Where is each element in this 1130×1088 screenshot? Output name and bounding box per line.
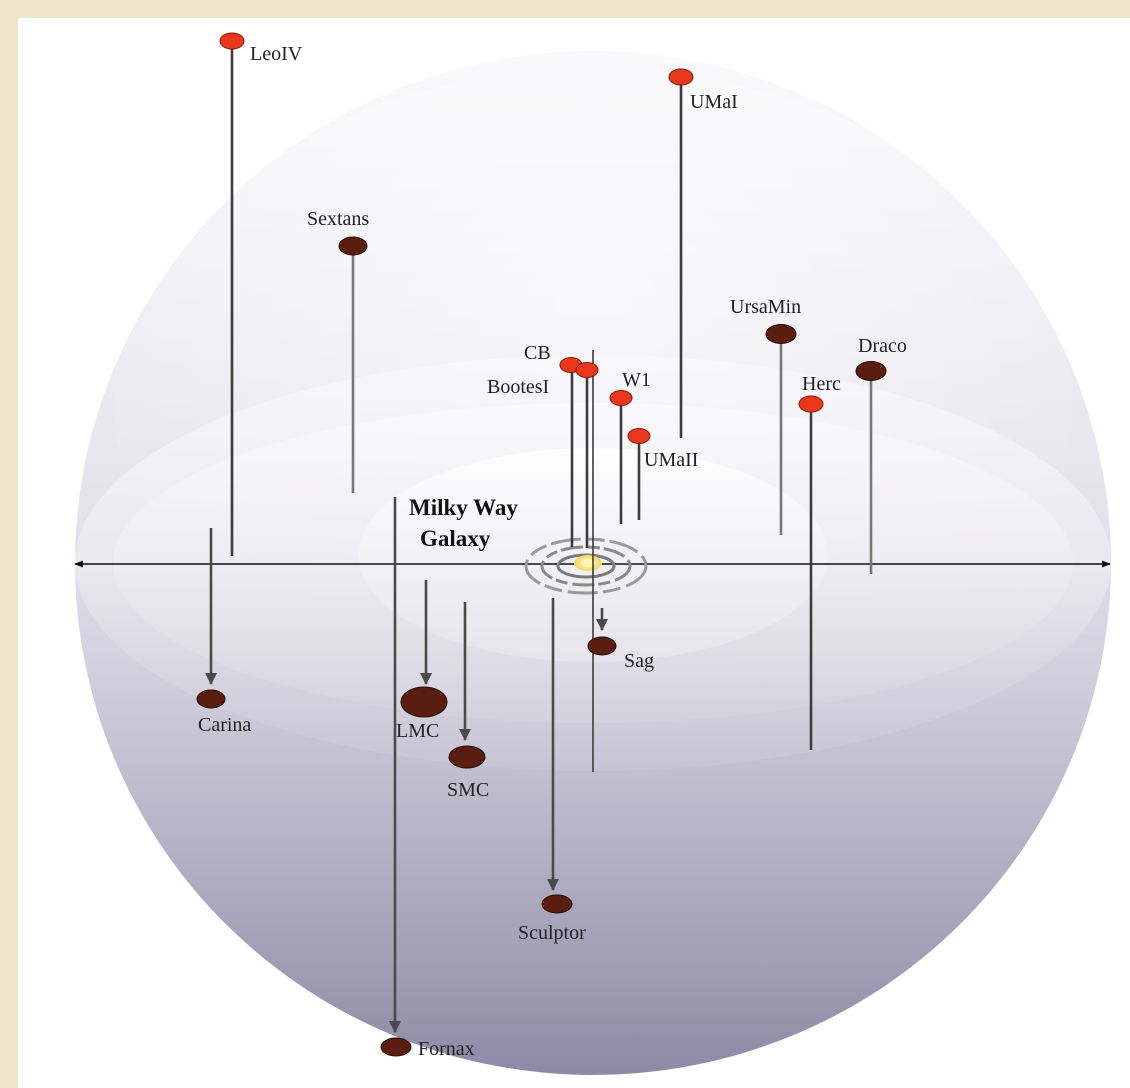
label-cb: CB (524, 342, 551, 364)
marker-lmc (400, 686, 448, 718)
satellite-labels: LeoIV UMaI Sextans UrsaMin Draco CB Boot… (198, 43, 907, 1060)
marker-fornax (380, 1037, 412, 1057)
marker-bootesi (575, 362, 599, 378)
marker-umaii (627, 428, 651, 444)
label-lmc: LMC (396, 720, 439, 742)
label-bootesi: BootesI (487, 376, 549, 398)
label-draco: Draco (858, 335, 907, 357)
marker-sag (587, 636, 617, 656)
marker-sextans (338, 236, 368, 256)
marker-umai (668, 68, 694, 86)
label-sag: Sag (624, 650, 654, 672)
label-ursamin: UrsaMin (730, 296, 801, 318)
stems (230, 42, 873, 772)
label-sextans: Sextans (307, 208, 369, 230)
label-carina: Carina (198, 714, 251, 736)
marker-carina (196, 689, 226, 709)
galaxy-spiral-icon (524, 537, 648, 595)
marker-smc (448, 745, 486, 769)
galaxy-label-line2: Galaxy (420, 526, 491, 551)
marker-leoiv (219, 32, 245, 50)
marker-ursamin (765, 324, 797, 344)
arrows (205, 497, 608, 1033)
marker-w1 (609, 390, 633, 406)
label-herc: Herc (802, 373, 841, 395)
label-umaii: UMaII (644, 449, 698, 471)
galaxy-label-line1: Milky Way (409, 495, 518, 520)
satellite-markers (196, 32, 887, 1057)
label-w1: W1 (622, 369, 651, 391)
label-umai: UMaI (690, 91, 738, 113)
label-leoiv: LeoIV (250, 43, 303, 65)
label-smc: SMC (447, 779, 489, 801)
label-fornax: Fornax (418, 1038, 475, 1060)
marker-sculptor (541, 894, 573, 914)
marker-herc (798, 395, 824, 413)
marker-draco (855, 361, 887, 381)
label-sculptor: Sculptor (518, 922, 586, 944)
